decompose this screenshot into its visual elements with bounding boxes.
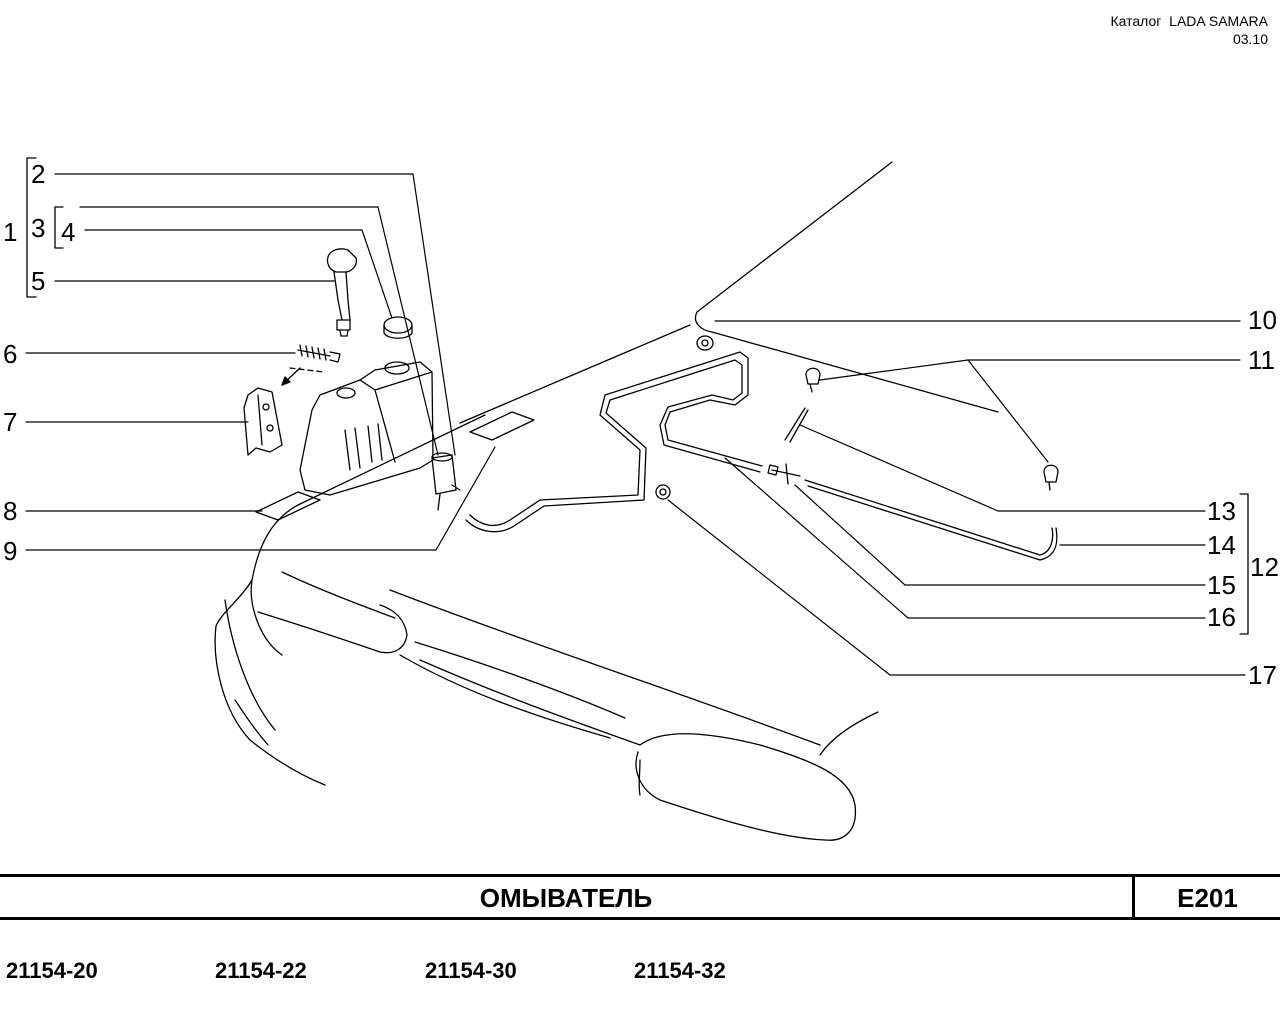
callout-17: 17 (1248, 660, 1277, 690)
washer-pump-part (431, 452, 461, 511)
title-divider (1132, 877, 1135, 917)
callout-7: 7 (3, 407, 18, 437)
grommet-17 (655, 484, 671, 500)
callout-4: 4 (61, 217, 76, 247)
title-bar: ОМЫВАТЕЛЬ E201 (0, 874, 1280, 920)
bracket-part (243, 387, 283, 456)
callout-11: 11 (1248, 345, 1275, 375)
washer-parts-diagram (25, 157, 1249, 841)
callout-1: 1 (3, 217, 18, 247)
model-code: 21154-22 (215, 958, 307, 983)
model-code: 21154-30 (425, 958, 517, 983)
callout-13: 13 (1207, 496, 1236, 526)
nozzle-left (805, 367, 821, 393)
grommet-10 (696, 335, 714, 351)
callout-10: 10 (1248, 305, 1277, 335)
filler-neck-part (326, 248, 358, 337)
callout-5: 5 (31, 266, 46, 296)
callout-2: 2 (31, 159, 46, 189)
group-brackets (26, 157, 1249, 635)
callout-3: 3 (31, 213, 46, 243)
callout-12: 12 (1250, 552, 1279, 582)
gasket-pad-8 (255, 491, 321, 521)
catalog-name: Каталог LADA SAMARA (1110, 13, 1269, 29)
model-code: 21154-32 (634, 958, 726, 983)
page-title: ОМЫВАТЕЛЬ (479, 883, 653, 913)
callout-16: 16 (1207, 602, 1236, 632)
section-code: E201 (1177, 883, 1238, 913)
callout-8: 8 (3, 496, 18, 526)
screw-part (281, 344, 341, 386)
washer-hoses (465, 351, 1058, 561)
car-body-outline (214, 161, 999, 841)
leader-lines (25, 173, 1246, 676)
tee-fittings (767, 463, 801, 485)
catalog-header: Каталог LADA SAMARA 03.10 (1111, 12, 1269, 48)
model-code: 21154-20 (6, 958, 98, 983)
catalog-date: 03.10 (1232, 31, 1268, 47)
callout-15: 15 (1207, 570, 1236, 600)
gasket-pad-hood (469, 411, 535, 441)
reservoir-tank (299, 361, 434, 496)
callout-9: 9 (3, 536, 18, 566)
callout-6: 6 (3, 339, 18, 369)
callout-14: 14 (1207, 530, 1236, 560)
nozzle-right (1043, 464, 1059, 491)
model-list: 21154-20 21154-22 21154-30 21154-32 (0, 958, 1280, 988)
reservoir-cap-part (383, 316, 413, 339)
